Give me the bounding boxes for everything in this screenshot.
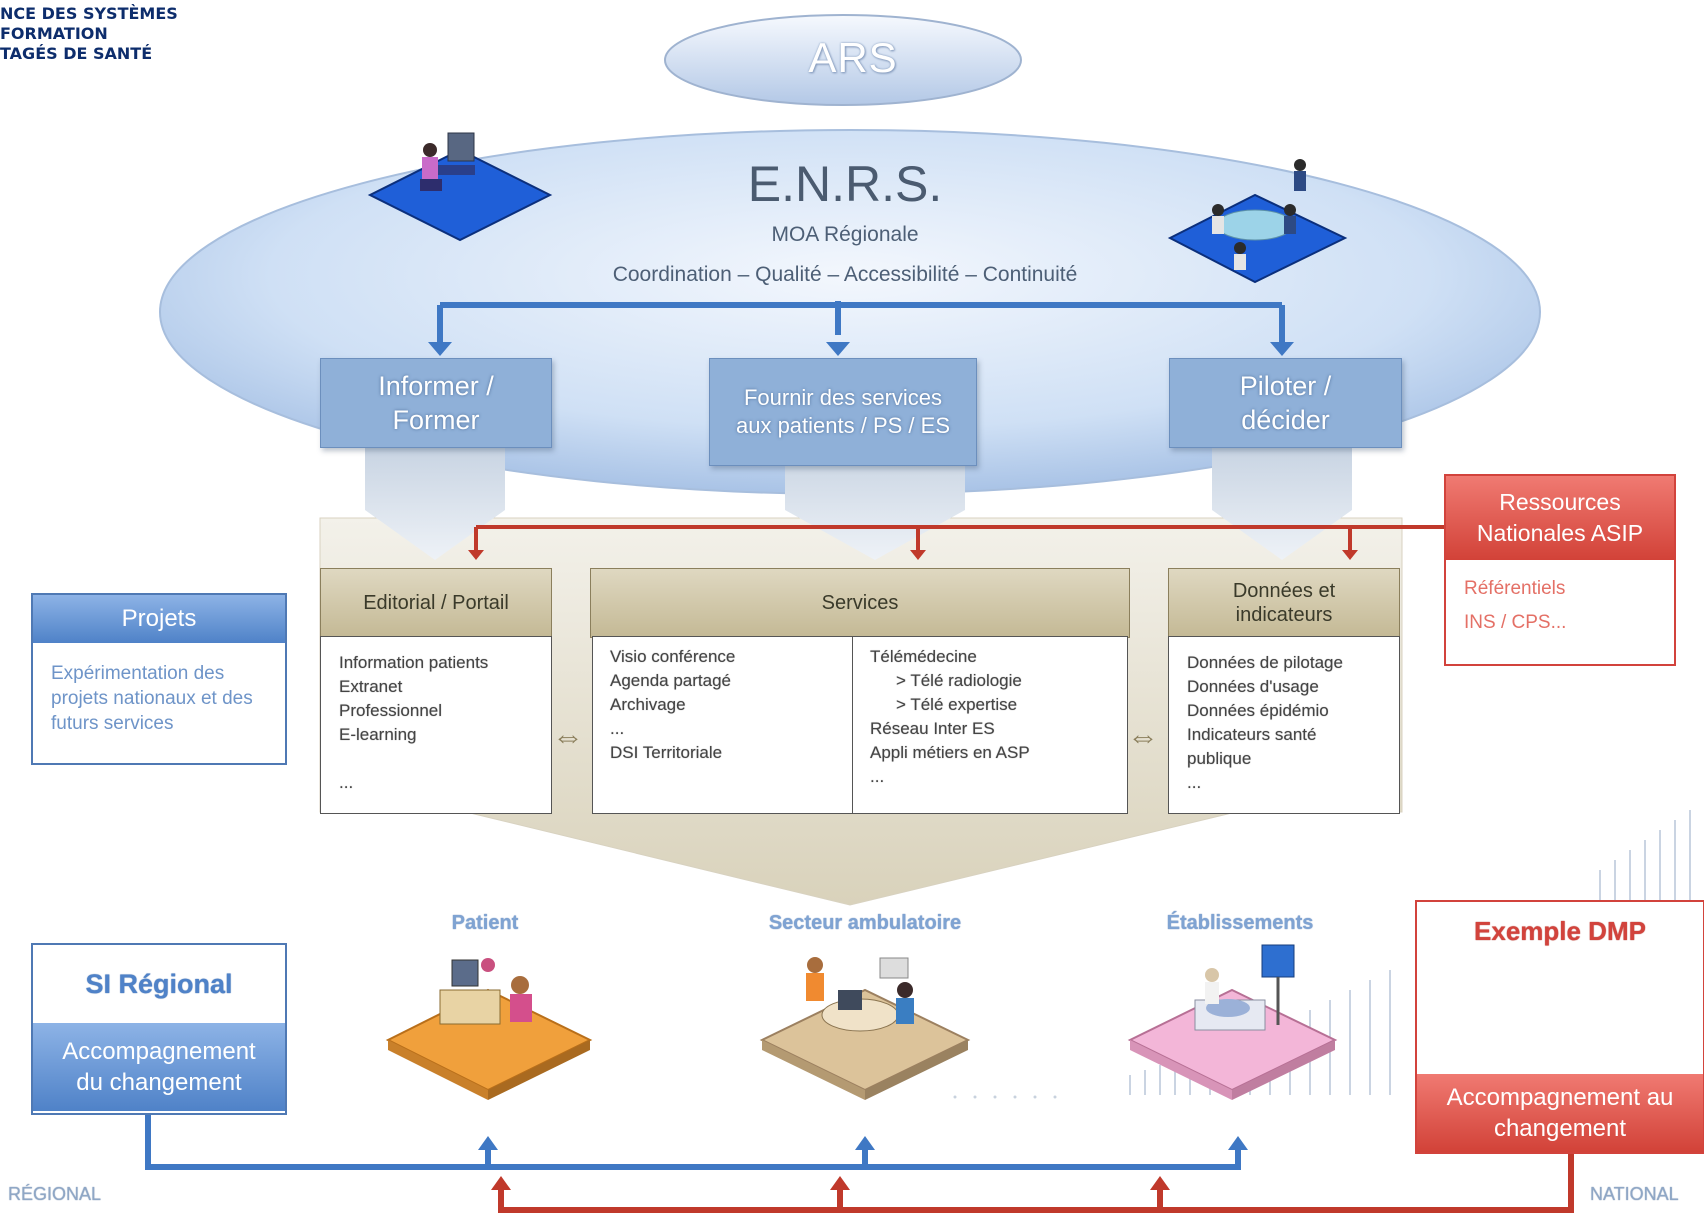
data-item: Données d'usage bbox=[1187, 677, 1319, 696]
si-regional-box: SI Régional Accompagnement du changement bbox=[31, 943, 287, 1115]
data-header-label: Données et indicateurs bbox=[1232, 580, 1336, 626]
editorial-body: Information patients Extranet Profession… bbox=[320, 636, 552, 814]
enrs-tagline: Coordination – Qualité – Accessibilité –… bbox=[612, 263, 1078, 286]
enrs-subtitle: MOA Régionale bbox=[771, 223, 919, 246]
national-pipe-stripes bbox=[1129, 810, 1691, 1095]
data-body: Données de pilotage Données d'usage Donn… bbox=[1168, 636, 1400, 814]
asip-header: Ressources Nationales ASIP bbox=[1446, 476, 1674, 560]
services-right-item: ... bbox=[870, 767, 885, 786]
services-right-item: > Télé radiologie bbox=[896, 671, 1022, 690]
regional-blue-arrows bbox=[478, 1136, 1248, 1150]
etablissements-illustration bbox=[1127, 944, 1338, 1100]
services-header: Services bbox=[590, 568, 1130, 638]
services-left-item: DSI Territoriale bbox=[610, 743, 723, 762]
dmp-subtitle: Accompagnement au changement bbox=[1446, 1084, 1674, 1142]
asip-item: Référentiels bbox=[1464, 578, 1566, 599]
si-regional-subtitle: Accompagnement du changement bbox=[62, 1038, 256, 1096]
national-red-line bbox=[498, 1150, 1574, 1213]
si-regional-title: SI Régional bbox=[85, 968, 233, 999]
data-item: Données de pilotage bbox=[1187, 653, 1343, 672]
enrs-connector-arrows bbox=[428, 342, 1294, 356]
logo-line-2: FORMATION bbox=[0, 24, 108, 43]
services-right-item: Appli métiers en ASP bbox=[870, 743, 1030, 762]
role-inform-box: Informer / Former bbox=[320, 358, 552, 448]
services-left-body: Visio conférence Agenda partagé Archivag… bbox=[592, 636, 854, 814]
projets-text: Expérimentation des projets nationaux et… bbox=[51, 663, 253, 734]
services-right-item: Télémédecine bbox=[870, 647, 977, 666]
editorial-header: Editorial / Portail bbox=[320, 568, 552, 638]
data-header: Données et indicateurs bbox=[1168, 568, 1400, 638]
editorial-item: E-learning bbox=[339, 725, 417, 744]
double-arrow-icon: ⇔ bbox=[552, 718, 584, 754]
national-red-arrows bbox=[491, 1176, 1170, 1190]
services-header-label: Services bbox=[821, 591, 899, 614]
workstation-illustration bbox=[367, 132, 553, 242]
scale-national-label: NATIONAL bbox=[1590, 1184, 1679, 1204]
editorial-item: Professionnel bbox=[339, 701, 443, 720]
double-arrow-icon: ⇔ bbox=[1127, 718, 1159, 754]
role-inform-label: Informer / Former bbox=[378, 371, 494, 435]
role-services-label: Fournir des services aux patients / PS /… bbox=[735, 385, 950, 438]
logo-line-1: NCE DES SYSTÈMES bbox=[0, 4, 178, 23]
meeting-illustration bbox=[1167, 159, 1348, 284]
category-patient: Patient bbox=[451, 912, 519, 934]
asip-item: INS / CPS... bbox=[1464, 612, 1567, 633]
patient-illustration bbox=[385, 958, 593, 1100]
data-item: Données épidémio bbox=[1187, 701, 1329, 720]
dotted-trail bbox=[953, 1095, 1057, 1099]
asip-logo-text: NCE DES SYSTÈMES FORMATION TAGÉS DE SANT… bbox=[0, 4, 178, 64]
beam-pilot bbox=[1212, 445, 1352, 560]
ars-ellipse bbox=[664, 14, 1022, 106]
dmp-title: Exemple DMP bbox=[1474, 916, 1646, 946]
services-left-item: ... bbox=[610, 719, 625, 738]
data-item: publique bbox=[1187, 749, 1252, 768]
services-right-item: > Télé expertise bbox=[896, 695, 1018, 714]
dmp-box: Exemple DMP Accompagnement au changement bbox=[1415, 900, 1704, 1154]
category-etablissements: Établissements bbox=[1166, 912, 1314, 934]
ars-label: ARS bbox=[808, 34, 898, 81]
data-item: Indicateurs santé bbox=[1187, 725, 1317, 744]
projets-box: Projets Expérimentation des projets nati… bbox=[31, 593, 287, 765]
si-regional-footer: Accompagnement du changement bbox=[33, 1023, 285, 1111]
editorial-item: ... bbox=[339, 773, 354, 792]
services-left-item: Visio conférence bbox=[610, 647, 736, 666]
editorial-item bbox=[339, 747, 551, 771]
role-pilot-box: Piloter / décider bbox=[1169, 358, 1402, 448]
enrs-title: E.N.R.S. bbox=[747, 156, 943, 212]
dmp-footer: Accompagnement au changement bbox=[1417, 1074, 1703, 1152]
editorial-header-label: Editorial / Portail bbox=[363, 591, 509, 614]
ambulatoire-illustration bbox=[759, 957, 971, 1100]
services-right-item: Réseau Inter ES bbox=[870, 719, 995, 738]
editorial-item: Extranet bbox=[339, 677, 403, 696]
asip-red-line bbox=[474, 525, 1446, 553]
beam-inform bbox=[365, 445, 505, 560]
editorial-item: Information patients bbox=[339, 653, 489, 672]
data-item: ... bbox=[1187, 773, 1202, 792]
role-services-box: Fournir des services aux patients / PS /… bbox=[709, 358, 977, 466]
role-pilot-label: Piloter / décider bbox=[1239, 371, 1332, 435]
services-right-body: Télémédecine > Télé radiologie > Télé ex… bbox=[852, 636, 1128, 814]
enrs-connector bbox=[437, 301, 1285, 345]
regional-blue-line bbox=[145, 1110, 1241, 1170]
services-left-item: Archivage bbox=[610, 695, 686, 714]
scale-regional-label: RÉGIONAL bbox=[8, 1184, 102, 1204]
asip-header-label: Ressources Nationales ASIP bbox=[1476, 489, 1644, 546]
asip-resources-box: Ressources Nationales ASIP Référentiels … bbox=[1444, 474, 1676, 666]
asip-red-arrows bbox=[468, 550, 1358, 560]
logo-line-3: TAGÉS DE SANTÉ bbox=[0, 44, 153, 63]
projets-header: Projets bbox=[33, 595, 285, 643]
category-ambulatoire: Secteur ambulatoire bbox=[768, 912, 962, 934]
services-left-item: Agenda partagé bbox=[610, 671, 731, 690]
